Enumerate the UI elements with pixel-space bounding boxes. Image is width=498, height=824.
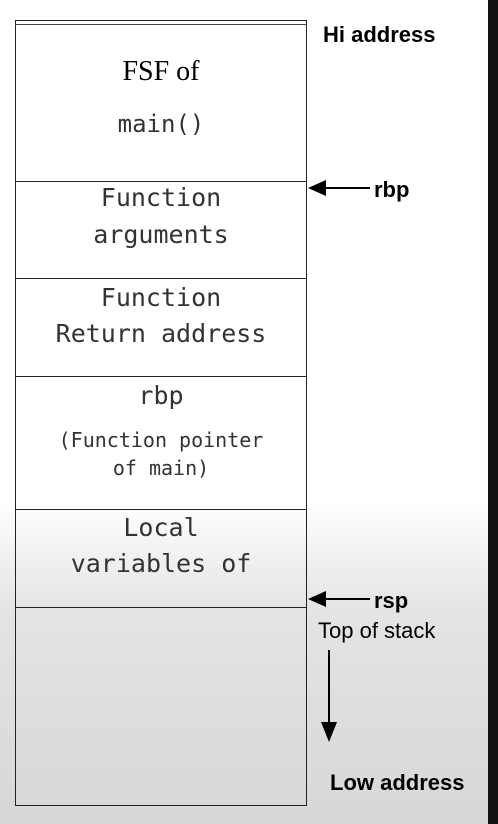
return-address-line2: Return address — [55, 319, 267, 348]
rbp-pointer-label: rbp — [374, 177, 410, 202]
low-address-label: Low address — [330, 770, 465, 795]
saved-rbp-line3: of main) — [112, 456, 210, 480]
return-address-line1: Function — [100, 283, 222, 312]
hi-address-label: Hi address — [323, 22, 436, 47]
arguments-line2: arguments — [93, 220, 229, 249]
rsp-pointer-label: rsp — [374, 588, 409, 613]
frame-saved-rbp — [15, 376, 307, 510]
down-arrow-icon — [321, 650, 337, 742]
frame-function-arguments — [15, 181, 307, 279]
stack-diagram — [15, 20, 307, 806]
saved-rbp-line2: (Function pointer — [58, 428, 264, 452]
right-edge-strip — [488, 0, 498, 824]
arguments-line1: Function — [100, 183, 222, 212]
fsf-title: FSF of — [122, 56, 200, 87]
rsp-arrow-icon — [308, 591, 370, 607]
fsf-main-func: main() — [117, 110, 205, 138]
frame-local-variables — [15, 509, 307, 608]
top-of-stack-label: Top of stack — [318, 618, 436, 643]
stack-top-double-line — [15, 24, 307, 25]
frame-fsf-main — [15, 20, 307, 182]
locals-line1: Local — [123, 513, 199, 542]
frame-return-address — [15, 278, 307, 377]
rbp-arrow-icon — [308, 180, 370, 196]
saved-rbp-line1: rbp — [138, 381, 184, 410]
locals-line2: variables of — [70, 549, 252, 578]
